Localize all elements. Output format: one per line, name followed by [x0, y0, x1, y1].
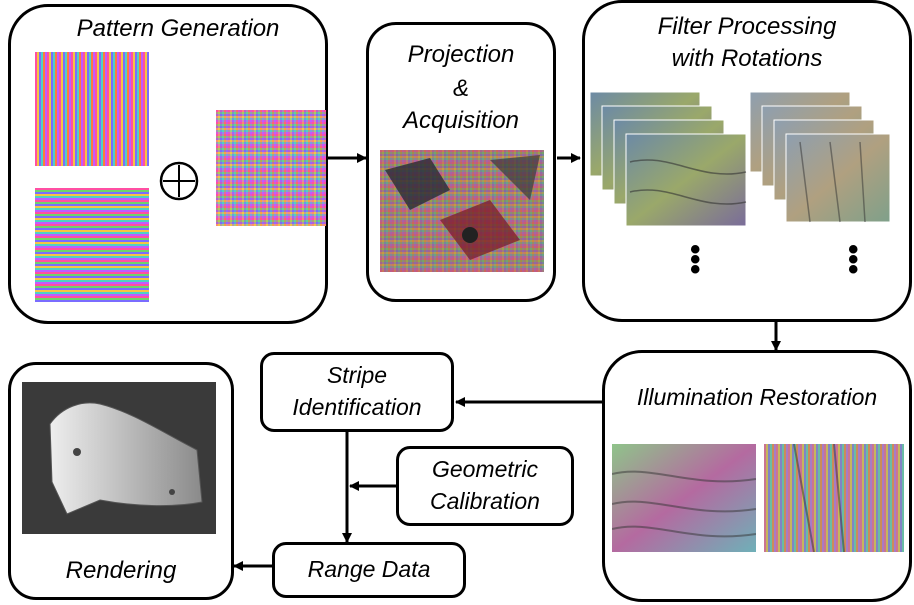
geometric-calibration-box	[396, 446, 574, 526]
range-data-label: Range Data	[307, 556, 431, 582]
more-rotations-icon: •••	[690, 233, 701, 286]
rendered-surface-image	[22, 382, 216, 534]
horizontal-stripe-pattern	[35, 188, 149, 302]
geometric-label: Geometric	[431, 456, 539, 482]
filtered-image-stack-left	[590, 92, 747, 227]
acquired-scene-image	[380, 150, 544, 272]
illumination-restoration-label: Illumination Restoration	[636, 384, 878, 410]
rendering-label: Rendering	[65, 557, 177, 584]
pattern-generation-label: Pattern Generation	[76, 15, 280, 42]
ampersand-label: &	[452, 75, 469, 102]
more-rotations-icon: •••	[848, 233, 859, 286]
identification-label: Identification	[292, 394, 422, 420]
range-data-box	[272, 542, 466, 598]
stripe-label: Stripe	[326, 362, 388, 388]
filter-processing-label: Filter Processing	[657, 13, 837, 40]
combined-grid-pattern	[216, 110, 326, 226]
calibration-label: Calibration	[430, 488, 540, 514]
vertical-stripe-pattern	[35, 52, 149, 166]
projection-label: Projection	[407, 41, 515, 68]
filtered-image-stack-right	[750, 92, 891, 223]
restored-image-right	[764, 444, 904, 552]
restored-image-left	[612, 444, 756, 552]
stripe-identification-box	[260, 352, 454, 432]
with-rotations-label: with Rotations	[671, 45, 823, 72]
acquisition-label: Acquisition	[402, 107, 520, 134]
xor-operator-icon	[159, 161, 199, 201]
